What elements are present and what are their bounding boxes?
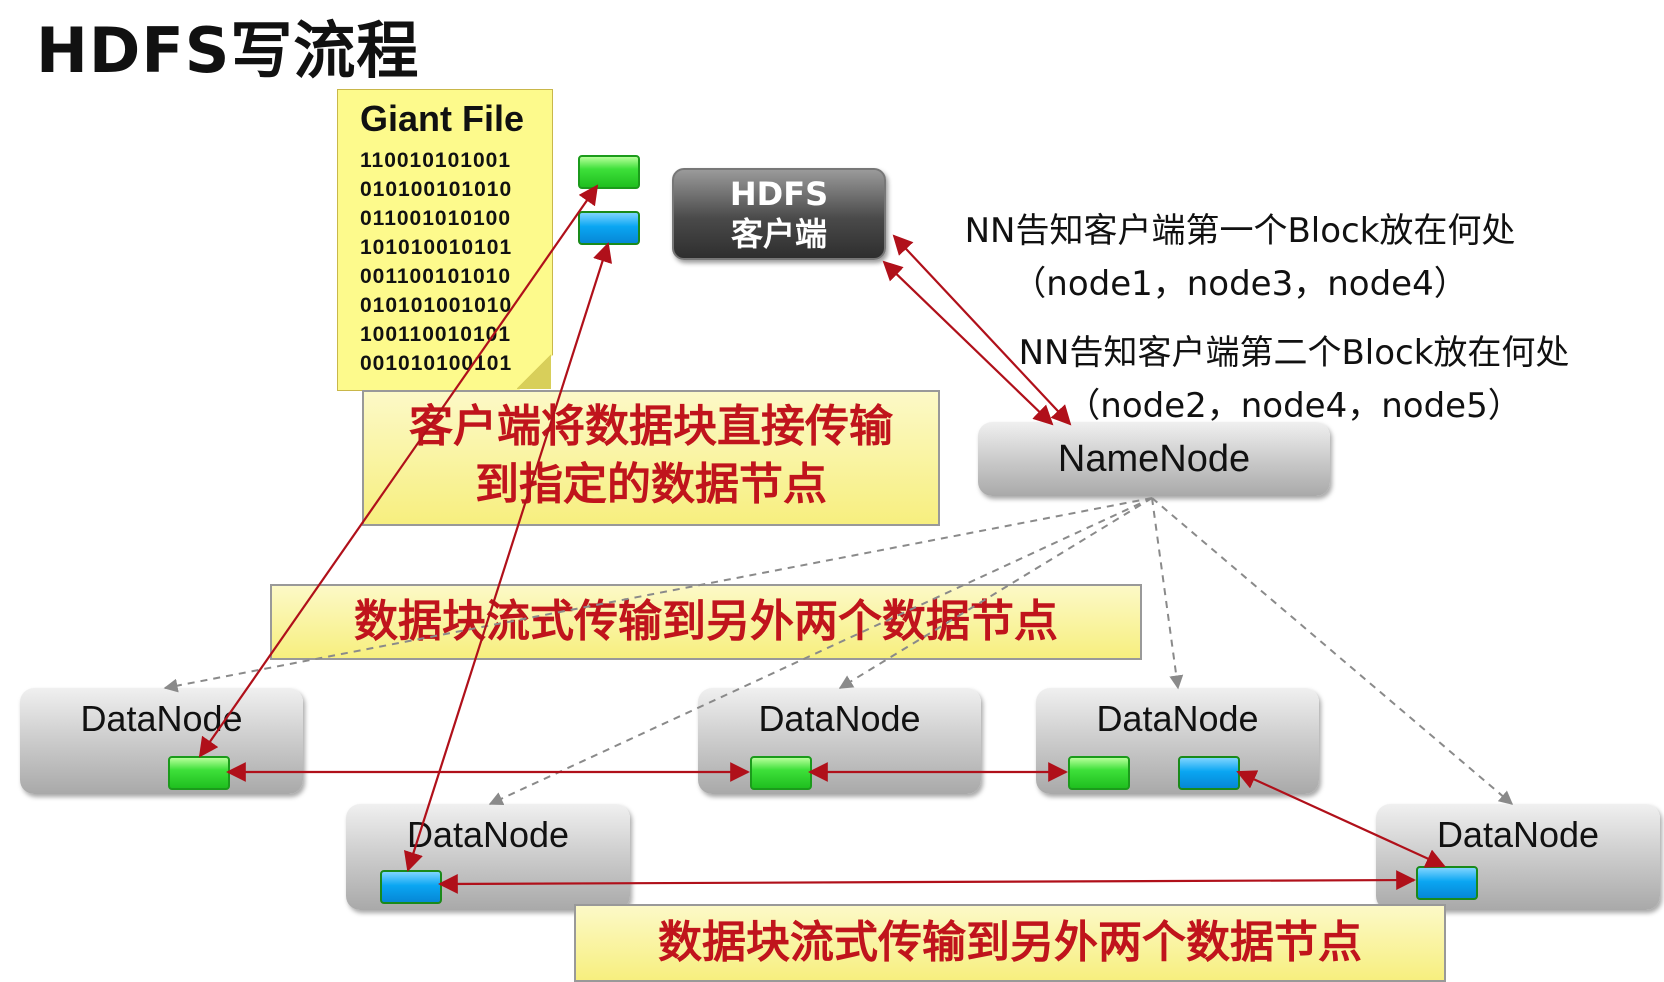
stream-banner-2-text: 数据块流式传输到另外两个数据节点 (658, 917, 1362, 968)
file-line: 011001010100 (360, 207, 511, 230)
datanode-3: DataNode (698, 688, 981, 794)
block-green-node3 (750, 756, 812, 790)
file-line: 010101001010 (360, 294, 513, 317)
giant-file-bits: 110010101001 010100101010 011001010100 1… (360, 146, 512, 378)
namenode: NameNode (978, 422, 1330, 496)
block-blue-node4 (1178, 756, 1240, 790)
namenode-label: NameNode (1057, 438, 1251, 480)
datanode-label: DataNode (1436, 814, 1600, 855)
datanode-label: DataNode (80, 698, 243, 739)
file-block-2-blue (578, 211, 640, 245)
file-line: 100110010101 (360, 323, 511, 346)
giant-file-title: Giant File (360, 98, 525, 139)
first-block-note-line1: NN告知客户端第一个Block放在何处 (964, 211, 1516, 251)
block-green-node4 (1068, 756, 1130, 790)
hdfs-client-node: HDFS 客户端 (672, 168, 886, 260)
file-line: 110010101001 (360, 149, 511, 172)
block-blue-node2 (380, 870, 442, 904)
dashed-to-datanode-4 (1151, 497, 1184, 690)
page-title: HDFS写流程 (36, 14, 420, 87)
block-blue-node5 (1416, 866, 1478, 900)
client-label-line1: HDFS (729, 175, 829, 213)
file-line: 001100101010 (360, 265, 511, 288)
file-line: 101010010101 (360, 236, 513, 259)
giant-file-note: Giant File 110010101001 010100101010 011… (337, 89, 553, 391)
direct-transfer-line2: 到指定的数据节点 (475, 459, 827, 510)
second-block-note: NN告知客户端第二个Block放在何处 （node2，node4，node5） (984, 325, 1604, 427)
file-line: 010100101010 (360, 178, 513, 201)
stream-banner-1-text: 数据块流式传输到另外两个数据节点 (354, 596, 1058, 647)
note-fold-corner (517, 353, 551, 389)
datanode-label: DataNode (406, 814, 570, 855)
second-block-note-line2: （node2，node4，node5） (1066, 386, 1522, 426)
stream-banner-2: 数据块流式传输到另外两个数据节点 (574, 904, 1446, 982)
client-label-line2: 客户端 (730, 215, 827, 253)
datanode-label: DataNode (758, 698, 921, 739)
first-block-note-line2: （node1，node3，node4） (1012, 264, 1468, 304)
datanode-1: DataNode (20, 688, 303, 794)
stream-banner-1: 数据块流式传输到另外两个数据节点 (270, 584, 1142, 660)
first-block-note: NN告知客户端第一个Block放在何处 （node1，node3，node4） (930, 203, 1550, 305)
datanode-label: DataNode (1096, 698, 1259, 739)
file-block-1-green (578, 155, 640, 189)
direct-transfer-line1: 客户端将数据块直接传输 (409, 401, 893, 452)
direct-transfer-banner: 客户端将数据块直接传输 到指定的数据节点 (362, 390, 940, 526)
block-green-node1 (168, 756, 230, 790)
second-block-note-line1: NN告知客户端第二个Block放在何处 (1018, 333, 1570, 373)
file-line: 001010100101 (360, 352, 513, 375)
